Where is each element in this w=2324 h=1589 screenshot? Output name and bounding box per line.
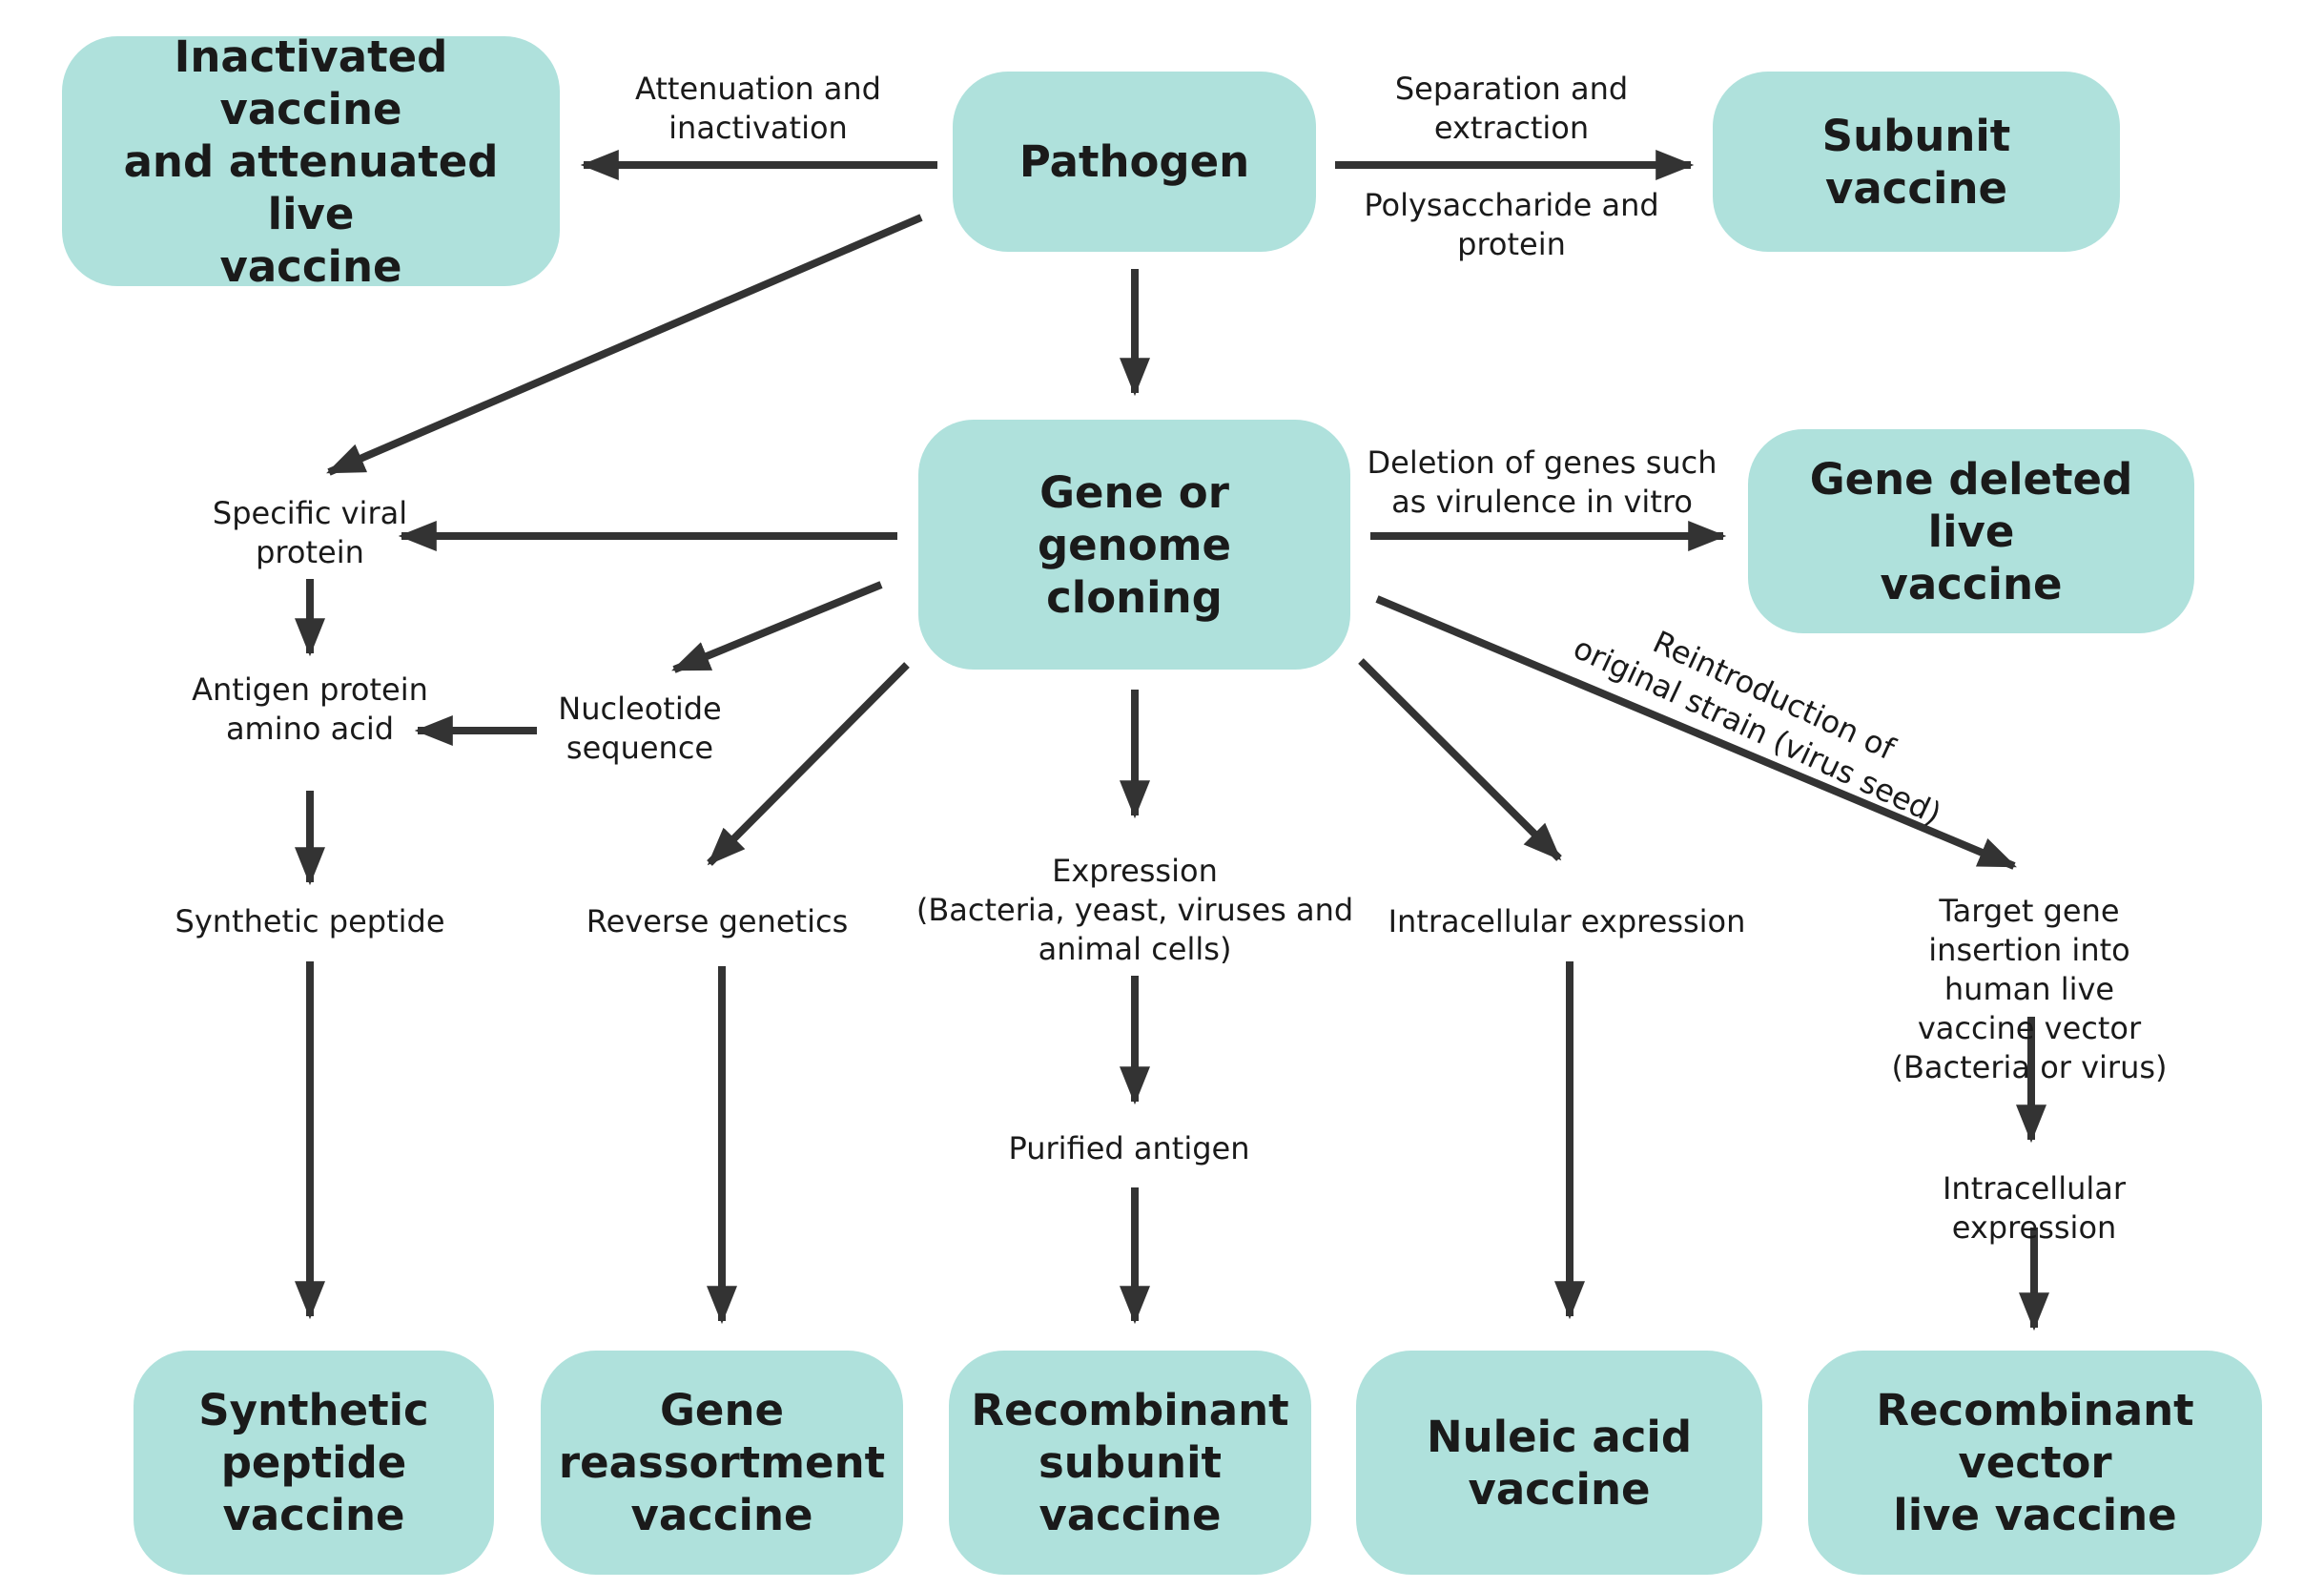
inactivated-vaccine-text: Inactivated vaccine and attenuated live … [123,31,499,292]
gene-reassortment-vaccine-text: Gene reassortment vaccine [558,1385,886,1540]
gene-deleted-vaccine-box: Gene deleted live vaccine [1748,429,2194,633]
label-expression: Expression (Bacteria, yeast, viruses and… [915,853,1354,967]
label-attenuation: Attenuation and inactivation [635,71,881,146]
label-intracellular-expression-2: Intracellular expression [1942,1170,2127,1246]
label-intracellular-expression-1: Intracellular expression [1388,903,1746,939]
gene-reassortment-vaccine-box: Gene reassortment vaccine [541,1351,903,1575]
nucleic-acid-vaccine-text: Nuleic acid vaccine [1426,1411,1693,1515]
synthetic-peptide-vaccine-text: Synthetic peptide vaccine [198,1385,429,1540]
label-specific-viral-protein: Specific viral protein [212,495,408,570]
pathogen-box: Pathogen [953,72,1316,252]
arrow-cloning-to-intracellular [1358,658,1562,861]
gene-deleted-vaccine-text: Gene deleted live vaccine [1809,453,2133,609]
label-nucleotide-sequence: Nucleotide sequence [558,691,722,766]
recombinant-subunit-vaccine-box: Recombinant subunit vaccine [949,1351,1311,1575]
label-reverse-genetics: Reverse genetics [586,903,849,939]
subunit-vaccine-text: Subunit vaccine [1821,110,2011,214]
pathogen-text: Pathogen [1018,136,1250,187]
arrow-pathogen-to-specific-viral [326,214,923,476]
label-synthetic-peptide: Synthetic peptide [175,903,445,939]
nucleic-acid-vaccine-box: Nuleic acid vaccine [1356,1351,1762,1575]
recombinant-subunit-vaccine-text: Recombinant subunit vaccine [971,1385,1289,1540]
label-antigen-protein: Antigen protein amino acid [192,671,428,747]
arrow-cloning-to-target-gene [1375,595,2017,870]
subunit-vaccine-box: Subunit vaccine [1713,72,2120,252]
label-deletion-of-genes: Deletion of genes such as virulence in v… [1367,444,1717,520]
label-polysaccharide: Polysaccharide and protein [1364,187,1659,262]
inactivated-vaccine-box: Inactivated vaccine and attenuated live … [62,31,560,292]
label-purified-antigen: Purified antigen [1008,1130,1250,1166]
label-separation: Separation and extraction [1394,71,1629,146]
label-target-gene-insertion: Target gene insertion into human live va… [1891,893,2168,1085]
arrow-cloning-to-nucleotide [671,581,883,673]
synthetic-peptide-vaccine-box: Synthetic peptide vaccine [134,1351,494,1575]
arrow-cloning-to-reverse-genetics [707,662,910,866]
recombinant-vector-vaccine-box: Recombinant vector live vaccine [1808,1351,2262,1575]
recombinant-vector-vaccine-text: Recombinant vector live vaccine [1876,1385,2194,1540]
gene-cloning-text: Gene or genome cloning [1037,466,1232,623]
gene-cloning-box: Gene or genome cloning [918,420,1350,670]
